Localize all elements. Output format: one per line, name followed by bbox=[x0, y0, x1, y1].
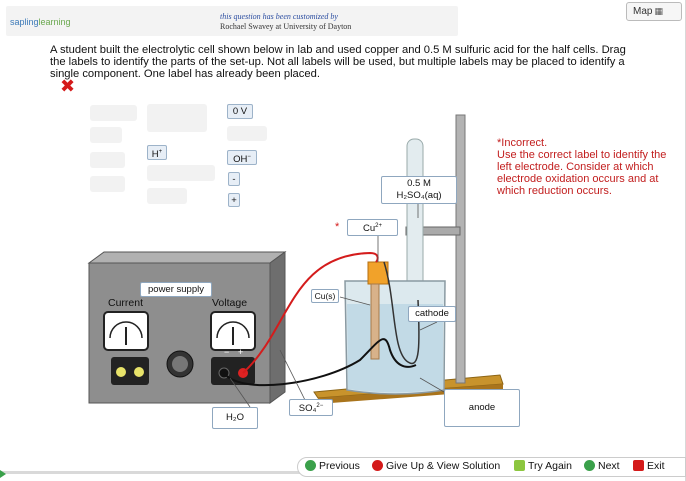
feedback-title: *Incorrect. bbox=[497, 137, 548, 149]
label-sulfate[interactable]: SO₄2− bbox=[289, 399, 333, 416]
label-slot bbox=[90, 176, 125, 192]
label-power-supply[interactable]: power supply bbox=[140, 282, 212, 297]
label-slot bbox=[147, 165, 215, 181]
next-button[interactable]: Next bbox=[584, 460, 620, 472]
current-jack-right bbox=[134, 367, 144, 377]
progress-arrow-icon bbox=[0, 470, 6, 478]
label-anode[interactable]: anode bbox=[444, 389, 520, 427]
label-water[interactable]: H₂O bbox=[212, 407, 258, 429]
clamp-arm bbox=[405, 226, 461, 236]
give-up-icon bbox=[372, 460, 383, 471]
cathode-wire bbox=[383, 261, 420, 365]
plus-terminal-label: + bbox=[238, 347, 243, 357]
label-slot bbox=[227, 126, 267, 141]
stand-pole bbox=[455, 114, 466, 384]
copper-strip bbox=[370, 283, 380, 360]
label-slot bbox=[90, 105, 137, 121]
label-plus[interactable]: + bbox=[228, 193, 240, 207]
label-cathode[interactable]: cathode bbox=[408, 306, 456, 322]
label-cu-solid[interactable]: Cu(s) bbox=[311, 289, 339, 303]
red-cable bbox=[242, 251, 379, 374]
current-jack-left bbox=[116, 367, 126, 377]
label-cu2plus[interactable]: Cu2+ bbox=[347, 219, 398, 236]
exit-button[interactable]: Exit bbox=[633, 460, 665, 472]
feedback-message: *Incorrect. Use the correct label to ide… bbox=[497, 137, 677, 197]
incorrect-x-icon: ✖ bbox=[60, 76, 76, 96]
give-up-button[interactable]: Give Up & View Solution bbox=[372, 460, 500, 472]
label-slot bbox=[147, 104, 207, 132]
label-oh-minus[interactable]: OH− bbox=[227, 150, 257, 165]
current-jack-panel bbox=[111, 357, 149, 385]
header-bar: saplinglearning this question has been c… bbox=[6, 6, 458, 36]
try-again-button[interactable]: Try Again bbox=[514, 460, 572, 472]
label-0v[interactable]: 0 V bbox=[227, 104, 253, 119]
label-slot bbox=[147, 188, 187, 204]
black-cable bbox=[223, 338, 417, 387]
map-button[interactable]: Map▦ bbox=[626, 2, 682, 21]
current-label: Current bbox=[108, 297, 143, 309]
exit-icon bbox=[633, 460, 644, 471]
feedback-body: Use the correct label to identify the le… bbox=[497, 149, 667, 197]
sapling-logo: saplinglearning bbox=[10, 17, 71, 27]
label-h-plus[interactable]: H+ bbox=[147, 145, 167, 160]
label-minus[interactable]: - bbox=[228, 172, 240, 186]
voltage-label: Voltage bbox=[212, 297, 247, 309]
previous-icon bbox=[305, 460, 316, 471]
asterisk-marker: * bbox=[335, 221, 340, 233]
map-icon: ▦ bbox=[654, 6, 663, 16]
label-slot bbox=[90, 152, 125, 168]
previous-button[interactable]: Previous bbox=[305, 460, 360, 472]
label-slot bbox=[90, 127, 122, 143]
power-supply-top bbox=[87, 251, 287, 264]
question-text: A student built the electrolytic cell sh… bbox=[50, 44, 626, 80]
try-again-icon bbox=[514, 460, 525, 471]
minus-terminal-label: − bbox=[224, 347, 229, 357]
label-sulfuric-acid[interactable]: 0.5 M H₂SO₄(aq) bbox=[381, 176, 457, 204]
next-icon bbox=[584, 460, 595, 471]
customized-note: this question has been customized by Roc… bbox=[220, 12, 352, 31]
